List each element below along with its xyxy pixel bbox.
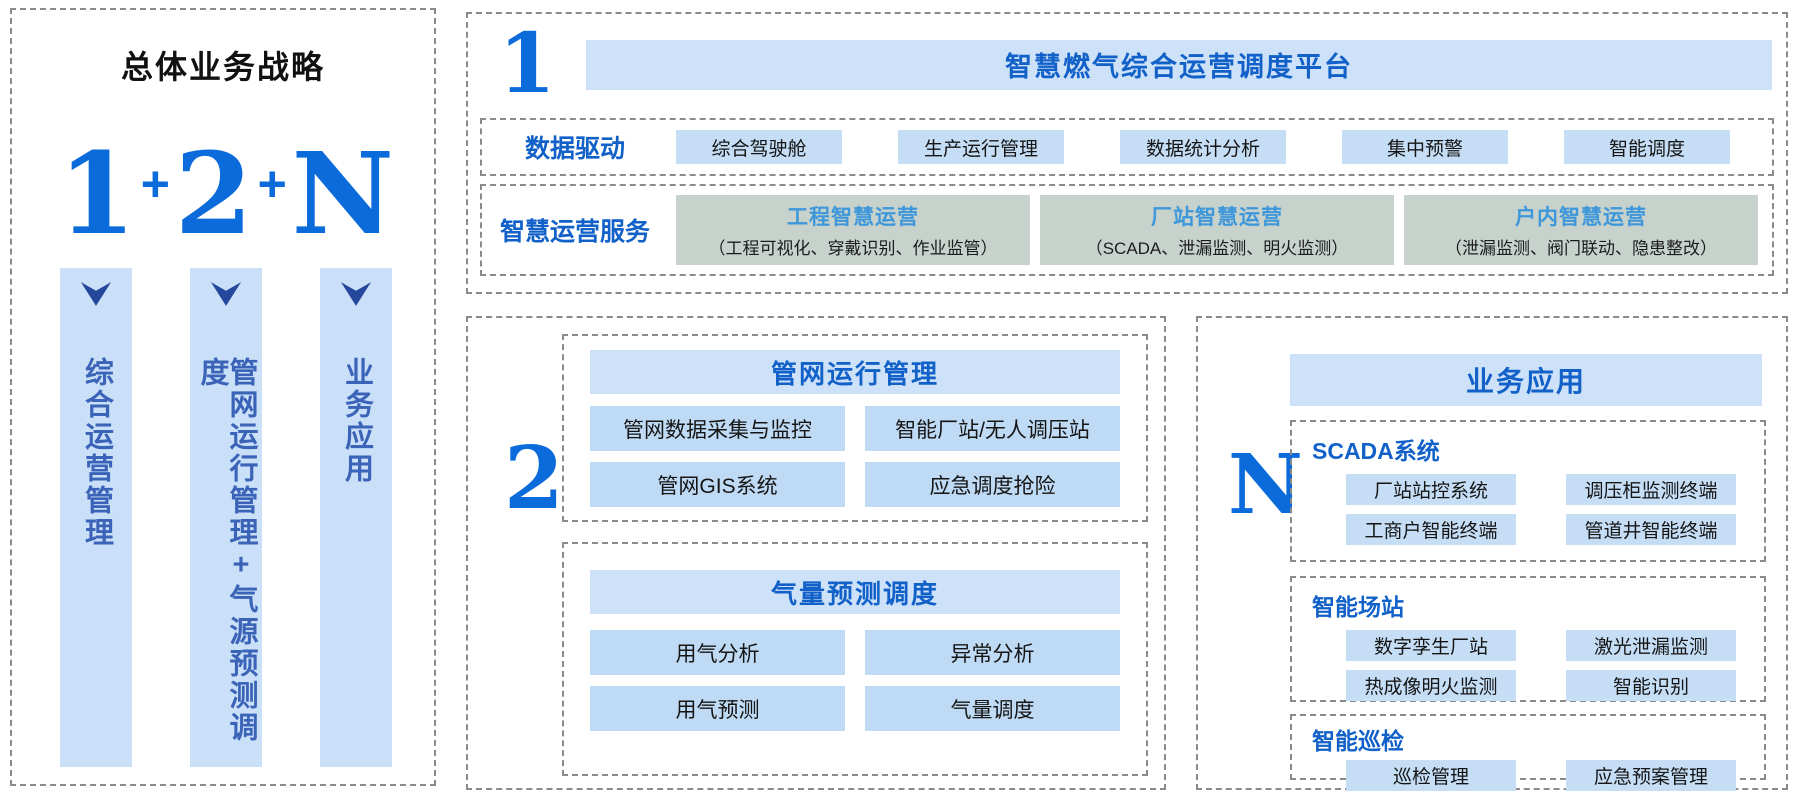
section-items: 用气分析 异常分析 用气预测 气量调度 [590, 630, 1120, 731]
service-card-subtitle: （SCADA、泄漏监测、明火监测） [1085, 239, 1349, 258]
service-card-title: 厂站智慧运营 [1151, 206, 1283, 229]
pipeline-operation-section: 管网运行管理 管网数据采集与监控 智能厂站/无人调压站 管网GIS系统 应急调度… [562, 334, 1148, 522]
group-item: 调压柜监测终端 [1566, 474, 1736, 505]
business-apps-title-bar: 业务应用 [1290, 354, 1762, 406]
platform-panel: 1 智慧燃气综合运营调度平台 数据驱动 综合驾驶舱 生产运行管理 数据统计分析 … [466, 12, 1788, 294]
data-driven-item: 生产运行管理 [898, 130, 1064, 164]
group-label: 智能巡检 [1312, 728, 1404, 754]
data-driven-items: 综合驾驶舱 生产运行管理 数据统计分析 集中预警 智能调度 [676, 130, 1730, 164]
overall-strategy-panel: 总体业务战略 1 + 2 + N 综合运营管理 管网运行管理+气源预测调度 [10, 8, 436, 786]
strategy-number-2: 2 [174, 129, 253, 260]
section-item: 管网GIS系统 [590, 462, 845, 507]
strategy-number-n: N [291, 129, 394, 260]
service-card-station: 厂站智慧运营 （SCADA、泄漏监测、明火监测） [1040, 195, 1394, 265]
group-items: 巡检管理 应急预案管理 [1346, 760, 1736, 791]
service-card-engineering: 工程智慧运营 （工程可视化、穿戴识别、作业监管） [676, 195, 1030, 265]
plus-sign: + [140, 156, 170, 212]
strategy-column-business-applications: 业务应用 [320, 268, 392, 767]
group-item: 智能识别 [1566, 670, 1736, 701]
section-items: 管网数据采集与监控 智能厂站/无人调压站 管网GIS系统 应急调度抢险 [590, 406, 1120, 507]
smart-service-row: 智慧运营服务 工程智慧运营 （工程可视化、穿戴识别、作业监管） 厂站智慧运营 （… [480, 184, 1774, 276]
group-item: 工商户智能终端 [1346, 514, 1516, 545]
section-item: 用气分析 [590, 630, 845, 675]
group-items: 数字孪生厂站 激光泄漏监测 热成像明火监测 智能识别 [1346, 630, 1736, 701]
down-arrow-icon [78, 280, 114, 313]
section-title-bar: 气量预测调度 [590, 570, 1120, 614]
strategy-columns: 综合运营管理 管网运行管理+气源预测调度 业务应用 [60, 268, 392, 767]
service-card-subtitle: （工程可视化、穿戴识别、作业监管） [708, 239, 998, 258]
data-driven-item: 集中预警 [1342, 130, 1508, 164]
smart-inspection-group: 智能巡检 巡检管理 应急预案管理 [1290, 714, 1766, 791]
data-driven-item: 智能调度 [1564, 130, 1730, 164]
group-items: 厂站站控系统 调压柜监测终端 工商户智能终端 管道井智能终端 [1346, 474, 1736, 545]
service-card-subtitle: （泄漏监测、阀门联动、隐患整改） [1445, 239, 1717, 258]
scada-system-group: SCADA系统 厂站站控系统 调压柜监测终端 工商户智能终端 管道井智能终端 [1290, 420, 1766, 562]
group-item: 热成像明火监测 [1346, 670, 1516, 701]
section-item: 管网数据采集与监控 [590, 406, 845, 451]
service-card-title: 工程智慧运营 [787, 206, 919, 229]
strategy-column-pipeline-and-gas-source: 管网运行管理+气源预测调度 [190, 268, 262, 767]
pipeline-panel: 2 管网运行管理 管网数据采集与监控 智能厂站/无人调压站 管网GIS系统 应急… [466, 316, 1166, 790]
section-item: 异常分析 [865, 630, 1120, 675]
strategy-expression: 1 + 2 + N [58, 130, 394, 260]
group-item: 应急预案管理 [1566, 760, 1736, 791]
data-driven-label: 数据驱动 [524, 135, 625, 163]
group-item: 激光泄漏监测 [1566, 630, 1736, 661]
service-card-indoor: 户内智慧运营 （泄漏监测、阀门联动、隐患整改） [1404, 195, 1758, 265]
page-title: 总体业务战略 [120, 49, 325, 85]
section-title-bar: 管网运行管理 [590, 350, 1120, 394]
group-item: 数字孪生厂站 [1346, 630, 1516, 661]
strategy-column-comprehensive-operation: 综合运营管理 [60, 268, 132, 767]
column-label: 综合运营管理 [80, 357, 113, 549]
down-arrow-icon [208, 280, 244, 313]
column-label: 管网运行管理+气源预测调度 [196, 357, 257, 744]
panel-index-1: 1 [498, 16, 556, 112]
section-item: 用气预测 [590, 686, 845, 731]
platform-header-row: 1 智慧燃气综合运营调度平台 [468, 16, 1772, 112]
business-apps-panel: N 业务应用 SCADA系统 厂站站控系统 调压柜监测终端 工商户智能终端 管道… [1196, 316, 1788, 791]
section-item: 气量调度 [865, 686, 1120, 731]
down-arrow-icon [338, 280, 374, 313]
smart-service-label: 智慧运营服务 [499, 218, 650, 246]
group-item: 厂站站控系统 [1346, 474, 1516, 505]
platform-title-bar: 智慧燃气综合运营调度平台 [586, 39, 1772, 90]
section-item: 应急调度抢险 [865, 462, 1120, 507]
data-driven-item: 综合驾驶舱 [676, 130, 842, 164]
data-driven-row: 数据驱动 综合驾驶舱 生产运行管理 数据统计分析 集中预警 智能调度 [480, 118, 1774, 176]
group-label: SCADA系统 [1312, 438, 1440, 464]
strategy-number-1: 1 [58, 129, 136, 260]
data-driven-item: 数据统计分析 [1120, 130, 1286, 164]
plus-sign: + [257, 156, 287, 212]
smart-station-group: 智能场站 数字孪生厂站 激光泄漏监测 热成像明火监测 智能识别 [1290, 576, 1766, 702]
section-item: 智能厂站/无人调压站 [865, 406, 1120, 451]
group-label: 智能场站 [1312, 594, 1404, 620]
gas-forecast-section: 气量预测调度 用气分析 异常分析 用气预测 气量调度 [562, 542, 1148, 776]
service-card-title: 户内智慧运营 [1515, 206, 1647, 229]
smart-service-cards: 工程智慧运营 （工程可视化、穿戴识别、作业监管） 厂站智慧运营 （SCADA、泄… [676, 195, 1758, 265]
column-label: 业务应用 [340, 357, 373, 485]
panel-index-2: 2 [504, 428, 564, 529]
group-item: 巡检管理 [1346, 760, 1516, 791]
group-item: 管道井智能终端 [1566, 514, 1736, 545]
